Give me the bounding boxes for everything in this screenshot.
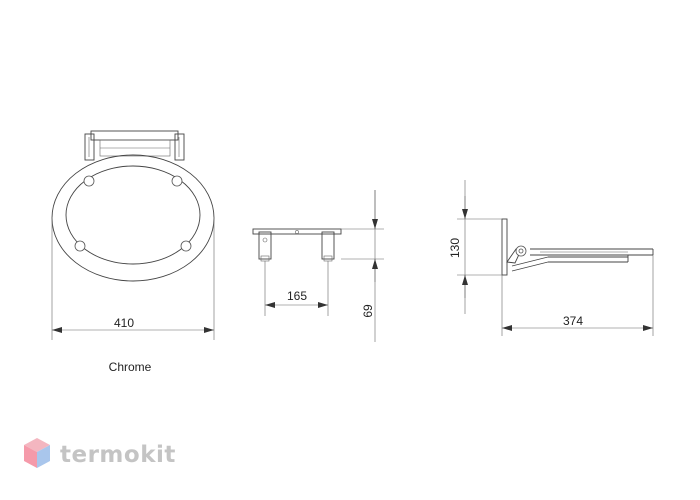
side-seat bbox=[530, 248, 654, 263]
seat-inner-opening bbox=[65, 165, 201, 265]
side-wall-plate bbox=[501, 218, 508, 276]
mount-hole bbox=[180, 240, 192, 252]
front-view: 410 Chrome bbox=[51, 130, 215, 374]
offset-dimension-label: 165 bbox=[287, 289, 307, 303]
front-bracket bbox=[84, 130, 185, 161]
brand-name: termokit bbox=[60, 442, 176, 468]
top-plate bbox=[252, 228, 342, 235]
width-dimension-label: 410 bbox=[114, 316, 134, 330]
side-hinge bbox=[506, 245, 549, 272]
top-post-left bbox=[258, 231, 272, 260]
height-dimension-label: 130 bbox=[448, 238, 462, 258]
depth-dimension-label: 69 bbox=[361, 304, 375, 318]
side-view: 130 374 bbox=[448, 180, 654, 336]
mount-hole bbox=[171, 175, 183, 187]
brand-watermark: termokit bbox=[24, 438, 176, 468]
brand-cube-icon bbox=[24, 438, 50, 468]
height-dimension: 130 bbox=[448, 180, 502, 314]
mount-hole bbox=[83, 175, 95, 187]
offset-dimension: 165 bbox=[264, 261, 329, 316]
finish-label: Chrome bbox=[109, 360, 152, 374]
mount-hole bbox=[74, 240, 86, 252]
top-view: 165 69 bbox=[252, 190, 384, 342]
seat-outer-outline bbox=[51, 154, 215, 282]
depth-dimension: 69 bbox=[341, 190, 384, 342]
top-post-right bbox=[321, 231, 335, 260]
width-dimension: 410 bbox=[51, 217, 215, 340]
length-dimension-label: 374 bbox=[563, 314, 583, 328]
length-dimension: 374 bbox=[501, 255, 654, 336]
